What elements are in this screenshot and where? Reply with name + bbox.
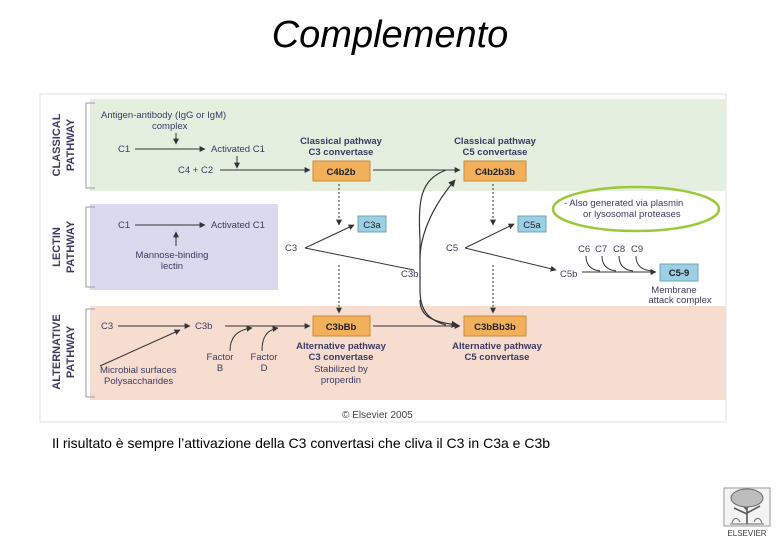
slide-caption: Il risultato è sempre l’attivazione dell… — [52, 435, 551, 451]
lectin-mbl-line1: Mannose-binding — [136, 250, 209, 261]
alternative-c3-convertase-box — [312, 315, 371, 337]
middle-c6: C6 — [578, 244, 590, 255]
lectin-pathway-label-2: PATHWAY — [65, 220, 77, 273]
microbial-line2: Polysaccharides — [104, 376, 173, 387]
alternative-c3: C3 — [101, 321, 113, 332]
classical-c5-convertase-line1: Classical pathway — [454, 136, 537, 147]
alternative-c5-convertase-box-label: C3bBb3b — [474, 322, 516, 333]
factor-d-line2: D — [261, 363, 268, 374]
copyright-label: © Elsevier 2005 — [342, 410, 413, 421]
alternative-c5-convertase-line2: C5 convertase — [465, 352, 530, 363]
classical-trigger-line1: Antigen-antibody (IgG or IgM) — [101, 110, 226, 121]
lectin-activated-c1: Activated C1 — [211, 220, 265, 231]
middle-c9: C9 — [631, 244, 643, 255]
classical-pathway-label-1: CLASSICAL — [51, 113, 63, 176]
pathway-arrows — [99, 133, 657, 367]
lectin-mbl-line2: lectin — [161, 261, 183, 272]
alternative-pathway-label-2: PATHWAY — [65, 325, 77, 378]
alternative-pathway-label-1: ALTERNATIVE — [51, 314, 63, 389]
classical-band — [90, 99, 726, 191]
alternative-c5-convertase-line1: Alternative pathway — [452, 341, 542, 352]
classical-c3-convertase-line1: Classical pathway — [300, 136, 383, 147]
mac-box — [659, 263, 699, 282]
lectin-pathway-label-1: LECTIN — [51, 227, 63, 267]
middle-c3b: C3b — [401, 269, 418, 280]
classical-pathway-label-2: PATHWAY — [65, 118, 77, 171]
c3a-box — [357, 215, 387, 233]
microbial-line1: Microbial surfaces — [100, 365, 177, 376]
classical-c3-convertase-line2: C3 convertase — [309, 147, 374, 158]
alternative-c3-convertase-line1: Alternative pathway — [296, 341, 386, 352]
alternative-c5-convertase-box — [463, 315, 527, 337]
middle-c8: C8 — [613, 244, 625, 255]
alternative-c3b: C3b — [195, 321, 212, 332]
elsevier-tree-icon — [723, 487, 771, 527]
middle-c7: C7 — [595, 244, 607, 255]
elsevier-wordmark: ELSEVIER — [727, 529, 766, 538]
classical-c5-convertase-box-label: C4b2b3b — [475, 167, 515, 178]
classical-c5-convertase-line2: C5 convertase — [463, 147, 528, 158]
stabilized-line1: Stabilized by — [314, 364, 368, 375]
lectin-c1: C1 — [118, 220, 130, 231]
mac-line2: attack complex — [648, 295, 712, 306]
classical-c4-c2: C4 + C2 — [178, 165, 213, 176]
mac-line1: Membrane — [651, 285, 696, 296]
c3a-label: C3a — [363, 220, 381, 231]
c5a-box — [517, 215, 547, 233]
elsevier-logo: ELSEVIER — [723, 487, 771, 538]
note-line1: - Also generated via plasmin — [564, 198, 683, 209]
factor-b-line1: Factor — [207, 352, 234, 363]
pathway-brackets — [85, 102, 95, 398]
alternative-c3-convertase-box-label: C3bBb — [326, 322, 357, 333]
factor-d-line1: Factor — [251, 352, 278, 363]
note-line2: or lysosomal proteases — [583, 209, 681, 220]
middle-c5: C5 — [446, 243, 458, 254]
alternative-c3-convertase-line2: C3 convertase — [309, 352, 374, 363]
stabilized-line2: properdin — [321, 375, 361, 386]
middle-c3: C3 — [285, 243, 297, 254]
middle-c5b: C5b — [560, 269, 577, 280]
classical-activated-c1: Activated C1 — [211, 144, 265, 155]
classical-c3-convertase-box-label: C4b2b — [326, 167, 355, 178]
c5a-label: C5a — [523, 220, 541, 231]
classical-c1: C1 — [118, 144, 130, 155]
highlight-ellipse — [551, 185, 721, 233]
slide-title: Complemento — [271, 14, 509, 56]
mac-box-label: C5-9 — [669, 268, 690, 279]
classical-trigger-line2: complex — [152, 121, 188, 132]
classical-c3-convertase-box — [312, 160, 371, 182]
classical-c5-convertase-box — [463, 160, 527, 182]
lectin-band — [90, 204, 278, 290]
alternative-band — [90, 306, 726, 400]
factor-b-line2: B — [217, 363, 223, 374]
